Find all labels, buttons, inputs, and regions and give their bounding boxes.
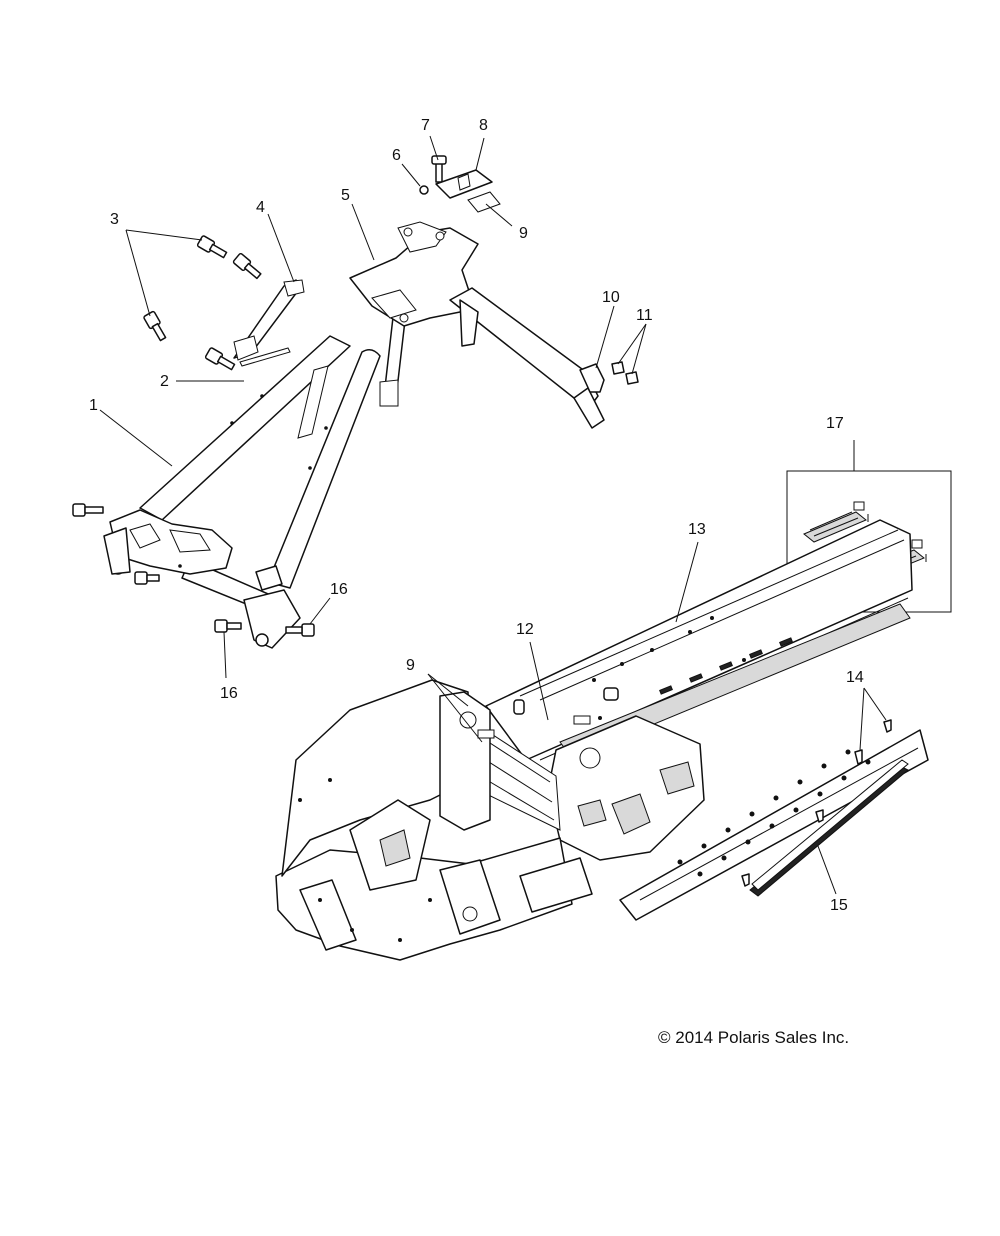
callout-7: 7 [421,117,430,134]
part-6-to-9-bracket [419,155,501,213]
callout-15: 15 [830,897,848,914]
chassis-tunnel [275,519,929,961]
callout-14: 14 [846,669,864,686]
part-5-steering-post [349,221,605,429]
callout-1: 1 [89,397,98,414]
callout-9-lower: 9 [406,657,415,674]
callout-8: 8 [479,117,488,134]
callout-4: 4 [256,199,265,216]
part-10-11-clip-nuts [579,361,639,393]
copyright-notice: © 2014 Polaris Sales Inc. [658,1028,850,1047]
callout-labels: 1 2 3 4 5 6 7 8 9 10 11 12 13 9 14 15 16… [89,117,864,914]
part-14-rivets [741,719,892,887]
callout-10: 10 [602,289,620,306]
callout-3: 3 [110,211,119,228]
callout-5: 5 [341,187,350,204]
callout-6: 6 [392,147,401,164]
front-frame-assembly [103,335,381,649]
part-15-trim-strip [749,759,909,897]
part-2-strip [239,347,329,439]
callout-16-right: 16 [330,581,348,598]
part-16-bolts [72,503,315,637]
leader-lines [99,135,887,895]
callout-13: 13 [688,521,706,538]
callout-11: 11 [636,307,653,324]
callout-17: 17 [826,415,844,432]
part-3-bolts [143,235,262,371]
callout-16-bottom: 16 [220,685,238,702]
callout-9-upper: 9 [519,225,528,242]
callout-2: 2 [160,373,169,390]
callout-12: 12 [516,621,534,638]
